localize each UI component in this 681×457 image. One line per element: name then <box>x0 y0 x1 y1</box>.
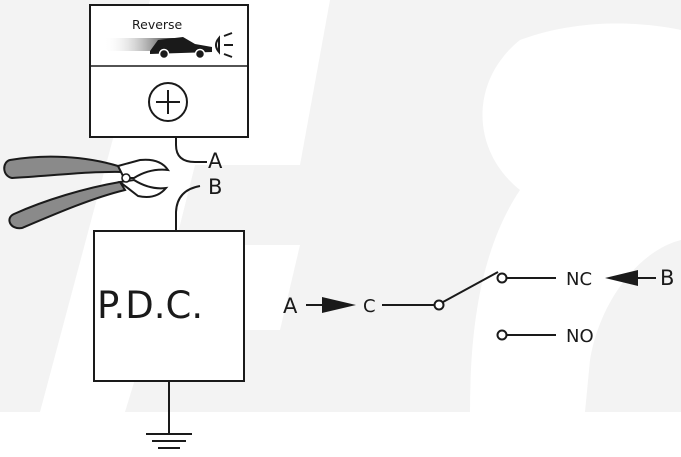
arrow-left-icon <box>605 270 656 286</box>
wire-a-label: A <box>208 149 223 173</box>
switch-arm <box>442 271 499 303</box>
wire-cutter-pliers-icon <box>3 155 171 230</box>
reverse-label: Reverse <box>132 17 183 32</box>
reverse-light-box <box>89 4 249 138</box>
wire-b-label: B <box>208 175 222 199</box>
arrow-right-icon <box>306 297 356 313</box>
nc-terminal <box>496 272 508 284</box>
ground-symbol-icon <box>146 433 192 449</box>
plus-terminal-icon <box>148 82 188 122</box>
wire-a-end <box>175 137 207 163</box>
relay-input-label: A <box>283 294 298 318</box>
common-terminal <box>433 299 445 311</box>
relay-common-label: C <box>363 296 376 317</box>
wire-b-end <box>175 185 201 231</box>
nc-label: NC <box>566 269 592 290</box>
nc-input-label: B <box>660 266 674 290</box>
pdc-label: P.D.C. <box>97 284 203 327</box>
no-label: NO <box>566 326 594 347</box>
reversing-car-icon <box>104 32 233 60</box>
no-terminal <box>496 329 508 341</box>
